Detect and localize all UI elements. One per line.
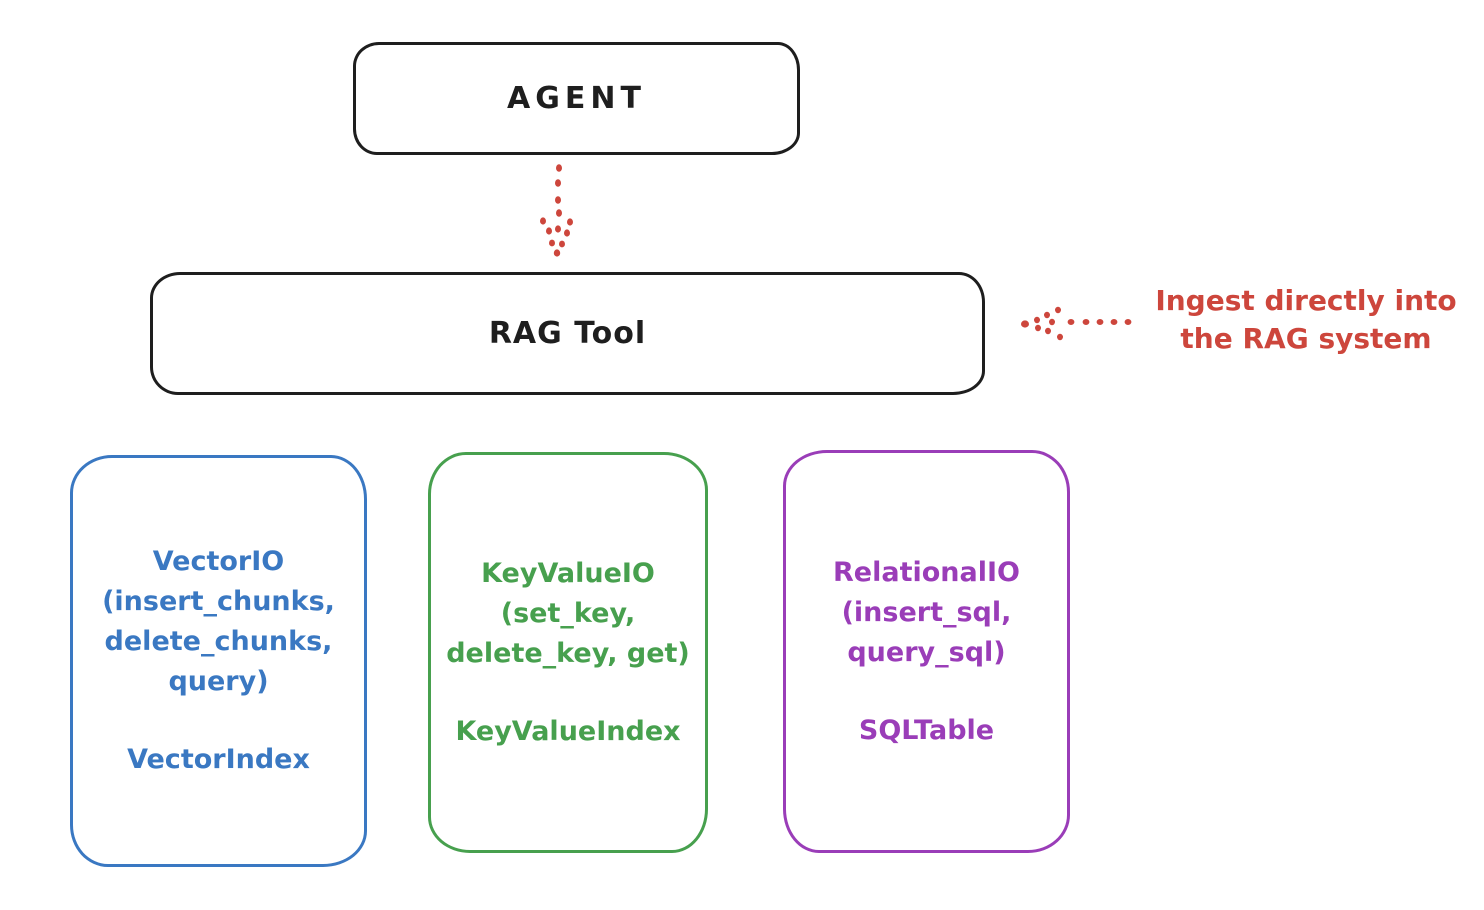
node-text-line: RelationalIO	[833, 556, 1020, 588]
vector-index-label: VectorIndex	[127, 744, 310, 775]
node-text-line: (insert_chunks,	[102, 586, 335, 617]
node-text-line: query)	[168, 666, 269, 697]
node-text-line: query_sql)	[847, 636, 1006, 668]
node-text-line: (insert_sql,	[841, 596, 1012, 628]
relational-io-node-text: RelationalIO (insert_sql, query_sql)	[833, 553, 1020, 673]
annotation-line-1: Ingest directly into	[1155, 284, 1457, 317]
node-text-line: KeyValueIO	[481, 557, 655, 589]
node-text-line: delete_chunks,	[104, 626, 333, 657]
key-value-io-node-text: KeyValueIO (set_key, delete_key, get)	[446, 554, 690, 674]
vector-io-node: VectorIO (insert_chunks, delete_chunks, …	[70, 455, 367, 867]
key-value-io-node: KeyValueIO (set_key, delete_key, get) Ke…	[428, 452, 708, 853]
relational-io-node: RelationalIO (insert_sql, query_sql) SQL…	[783, 450, 1070, 853]
rag-tool-node: RAG Tool	[150, 272, 985, 395]
dotted-arrow-down-icon	[540, 164, 573, 257]
node-text-line: (set_key,	[500, 597, 636, 629]
annotation-text: Ingest directly into the RAG system	[1140, 282, 1472, 358]
key-value-index-label: KeyValueIndex	[455, 715, 681, 747]
vector-io-node-text: VectorIO (insert_chunks, delete_chunks, …	[102, 542, 335, 702]
dotted-arrow-left-icon	[1021, 306, 1132, 341]
annotation-line-2: the RAG system	[1180, 322, 1432, 355]
node-text-line: VectorIO	[152, 546, 285, 577]
agent-node: AGENT	[353, 42, 800, 155]
rag-tool-node-label: RAG Tool	[488, 316, 647, 351]
node-text-line: delete_key, get)	[446, 637, 690, 669]
sql-table-label: SQLTable	[858, 714, 995, 746]
agent-node-label: AGENT	[507, 81, 646, 116]
